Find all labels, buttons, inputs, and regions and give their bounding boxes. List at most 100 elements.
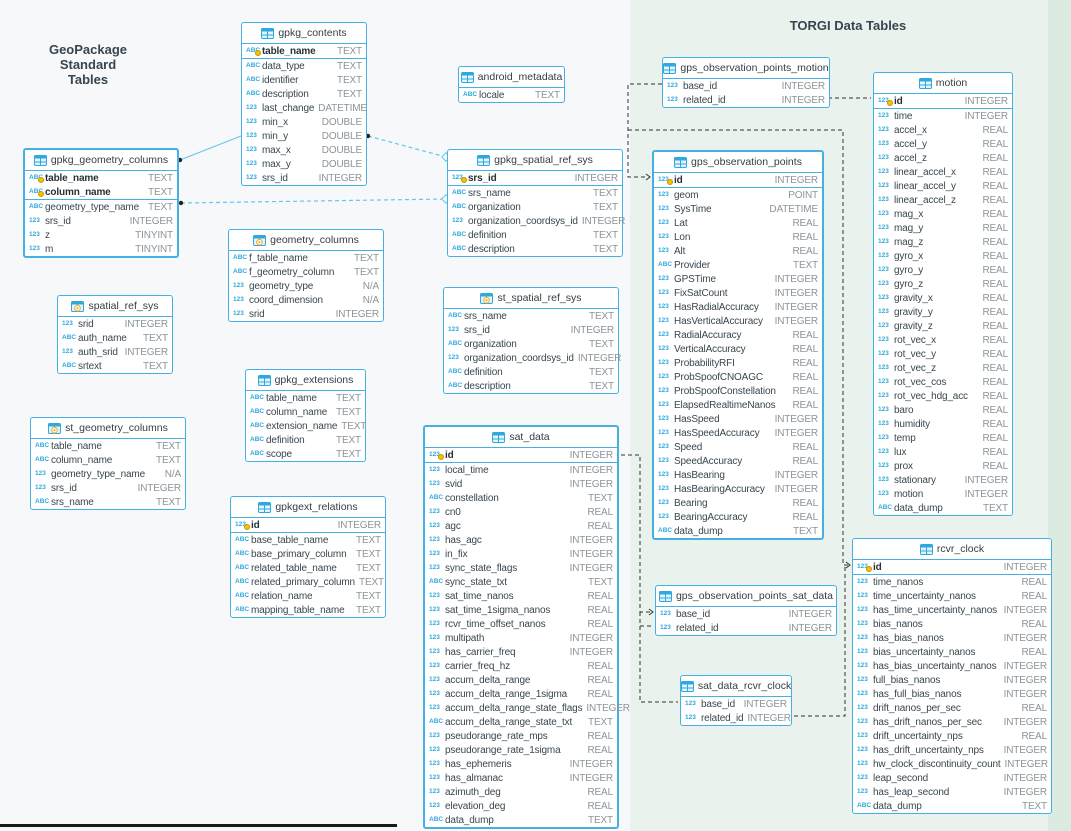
number-type-icon: 123	[878, 195, 889, 203]
text-type-icon: ABC	[35, 497, 50, 505]
field-name: description	[468, 243, 515, 255]
field-type: INTEGER	[569, 548, 614, 560]
text-type-icon: ABC	[250, 435, 265, 443]
field-name: has_drift_uncertainty_nps	[873, 744, 984, 756]
number-type-icon key-icon: 123	[429, 451, 445, 460]
field-type: REAL	[587, 520, 613, 532]
field-name: hw_clock_discontinuity_count	[873, 758, 1001, 770]
field-name: auth_name	[78, 332, 127, 344]
field-name: ElapsedRealtimeNanos	[674, 399, 776, 411]
number-type-icon: 123	[857, 633, 868, 641]
field-type: TEXT	[358, 576, 384, 588]
field-name: column_name	[45, 186, 111, 198]
field-type: REAL	[982, 222, 1008, 234]
field-type: INTEGER	[569, 632, 614, 644]
field-type: INTEGER	[774, 413, 819, 425]
field-type: INTEGER	[774, 469, 819, 481]
field-type: INTEGER	[774, 301, 819, 313]
field-name: Provider	[674, 259, 711, 271]
field-type: REAL	[587, 604, 613, 616]
number-type-icon: 123	[878, 335, 889, 343]
field-type: TEXT	[593, 229, 618, 241]
field-type: TEXT	[337, 88, 362, 100]
text-type-icon: ABC	[452, 202, 467, 210]
field-name: mag_y	[894, 222, 924, 234]
field-name: GPSTime	[674, 273, 716, 285]
number-type-icon: 123	[658, 512, 669, 520]
table-header: st_geometry_columns	[31, 418, 185, 439]
field-type: REAL	[792, 371, 818, 383]
field-name: related_id	[676, 622, 719, 634]
table-icon	[257, 374, 271, 386]
text-type-icon: ABC	[235, 591, 250, 599]
field-name: svid	[445, 478, 463, 490]
number-type-icon: 123	[246, 173, 257, 181]
table-name: gps_observation_points_sat_data	[675, 590, 834, 602]
field-type: TEXT	[589, 310, 614, 322]
field-type: REAL	[1021, 702, 1047, 714]
field-name: organization_coordsys_id	[468, 215, 578, 227]
table-name: android_metadata	[477, 71, 563, 83]
field-name: auth_srid	[78, 346, 118, 358]
field-type: INTEGER	[1003, 744, 1048, 756]
field-type: INTEGER	[964, 95, 1009, 107]
field-type: INTEGER	[318, 172, 363, 184]
field-type: TEXT	[356, 590, 381, 602]
text-type-icon: ABC	[463, 90, 478, 98]
field-name: data_dump	[445, 814, 494, 826]
field-name: has_full_bias_nanos	[873, 688, 962, 700]
field-name: column_name	[51, 454, 113, 466]
field-name: definition	[266, 434, 305, 446]
field-type: REAL	[982, 166, 1008, 178]
field-type: INTEGER	[124, 318, 169, 330]
table-name: spatial_ref_sys	[88, 300, 159, 312]
field-name: id	[873, 561, 882, 573]
field-name: scope	[266, 448, 292, 460]
field-type: TEXT	[336, 406, 361, 418]
field-type: REAL	[982, 278, 1008, 290]
text-type-icon key-icon: ABC	[246, 46, 261, 56]
number-type-icon: 123	[658, 358, 669, 366]
text-type-icon: ABC	[658, 526, 673, 534]
number-type-icon: 123	[878, 293, 889, 301]
number-type-icon: 123	[429, 619, 440, 627]
text-type-icon: ABC	[250, 449, 265, 457]
field-name: table_name	[266, 392, 317, 404]
number-type-icon key-icon: 123	[658, 176, 674, 185]
number-type-icon: 123	[878, 167, 889, 175]
field-name: geometry_type	[249, 280, 314, 292]
field-name: motion	[894, 488, 924, 500]
